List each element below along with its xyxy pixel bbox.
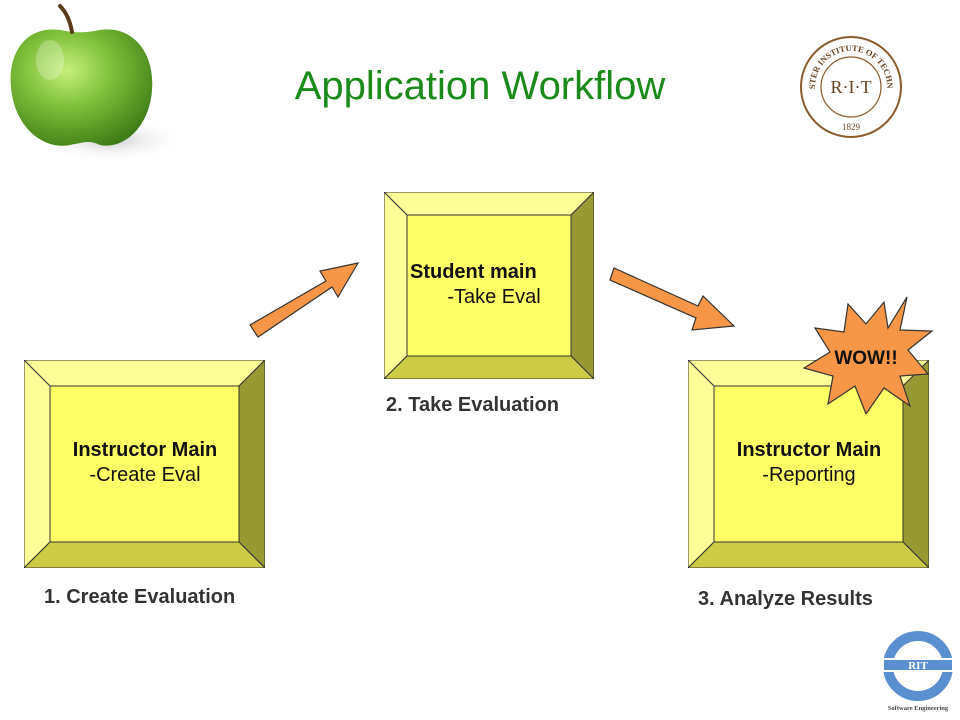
box-2-text: Student main -Take Eval: [404, 260, 574, 310]
box-3-text: Instructor Main -Reporting: [714, 438, 904, 488]
svg-text:R·I·T: R·I·T: [831, 77, 872, 97]
instructor-reporting-box: [688, 360, 929, 568]
box-2-heading: Student main: [410, 261, 537, 283]
student-take-box: [384, 192, 594, 379]
box-3-heading: Instructor Main: [736, 439, 882, 461]
arrow-down-right: [609, 267, 736, 331]
wow-label: WOW!!: [834, 348, 897, 369]
arrow-up-right: [249, 262, 360, 338]
wow-burst: WOW!!: [802, 296, 934, 414]
rit-seal-logo: ROCHESTER INSTITUTE OF TECHNOLOGY R·I·T …: [798, 32, 902, 138]
page-title: Application Workflow: [294, 64, 666, 108]
box-1-text: Instructor Main -Create Eval: [50, 438, 240, 488]
step-1-caption: 1. Create Evaluation: [44, 586, 236, 608]
instructor-create-box: [24, 360, 265, 568]
step-3-caption: 3. Analyze Results: [698, 588, 873, 610]
apple-image: [10, 4, 185, 162]
svg-text:1829: 1829: [842, 122, 861, 132]
step-2-caption: 2. Take Evaluation: [386, 394, 560, 416]
box-1-subtext: -Create Eval: [89, 464, 201, 486]
svg-text:RIT: RIT: [908, 660, 928, 672]
software-engineering-logo: RIT Software Engineering: [866, 624, 960, 720]
svg-text:Software Engineering: Software Engineering: [888, 705, 949, 712]
box-3-subtext: -Reporting: [762, 464, 856, 486]
box-2-subtext: -Take Eval: [447, 286, 541, 308]
box-1-heading: Instructor Main: [72, 439, 218, 461]
